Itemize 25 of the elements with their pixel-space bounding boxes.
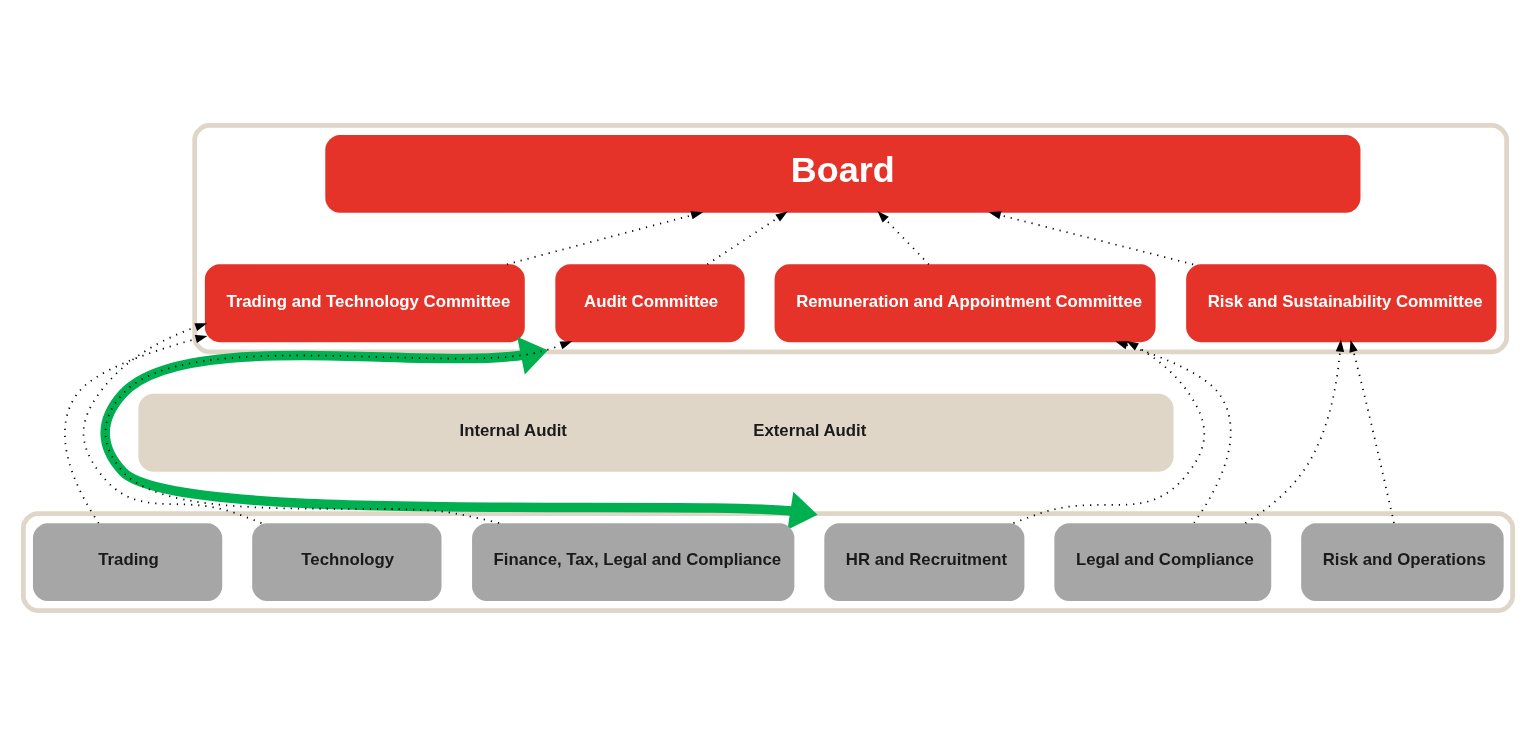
node-box: Audit Committee (555, 263, 745, 342)
arrow (100, 336, 818, 530)
arrow (1012, 340, 1206, 524)
node-box: Trading (32, 522, 223, 601)
arrow (1349, 339, 1395, 524)
arrow (104, 340, 573, 524)
arrow (877, 210, 930, 265)
node-box: Risk and Operations (1301, 522, 1504, 601)
node-box: Trading and Technology Committee (204, 263, 525, 342)
arrow (506, 210, 704, 265)
arrow (63, 334, 208, 524)
arrow (706, 210, 788, 265)
arrow (82, 322, 263, 524)
node-box: Legal and Compliance (1054, 522, 1272, 601)
node-box: Finance, Tax, Legal and Compliance (472, 522, 795, 601)
node-box: HR and Recruitment (824, 522, 1025, 601)
node-box: Internal Audit External Audit (138, 393, 1174, 472)
arrow (988, 210, 1194, 265)
node-box: Technology (252, 522, 442, 601)
node-box: Remuneration and Appointment Committee (774, 263, 1156, 342)
arrow (1244, 339, 1345, 524)
cluster (20, 510, 1516, 613)
arrow (1115, 340, 1232, 524)
node-box: Risk and Sustainability Committee (1186, 263, 1497, 342)
node-box: Board (325, 134, 1361, 213)
